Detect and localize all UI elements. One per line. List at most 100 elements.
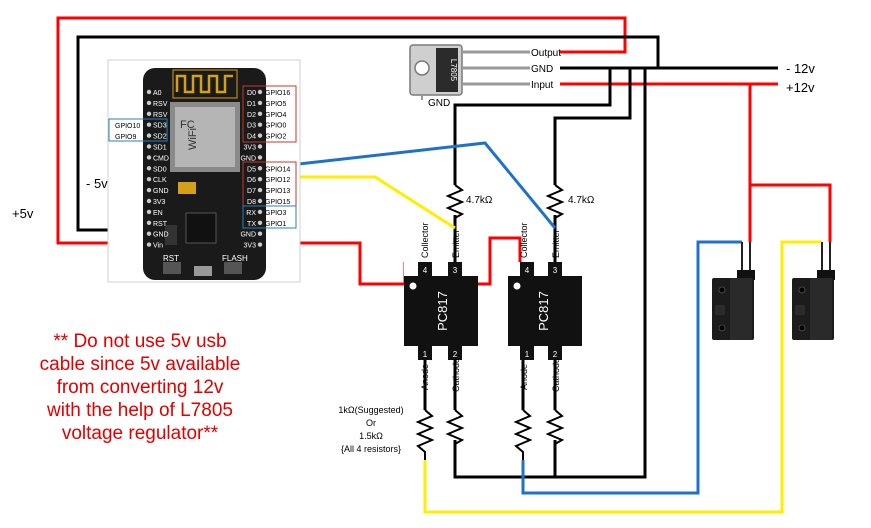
board-left-pins: A0RSVRSVSD3SD2SD1CMDSD0CLKGND3V3ENRSTGND… xyxy=(146,89,169,250)
wire-gpio12 xyxy=(290,175,456,230)
regulator-input-label: Input xyxy=(531,80,553,91)
pin-dot xyxy=(257,231,263,236)
board-left-pin: 3V3 xyxy=(153,199,166,206)
opto2-emitter-label: Emitter xyxy=(551,229,561,258)
pin-dot xyxy=(146,144,152,149)
optocoupler-2: PC817 4 3 1 2 xyxy=(508,262,582,360)
opto2-anode-label: Anode xyxy=(519,364,529,390)
regulator-gnd-label: GND xyxy=(531,64,553,75)
regulator-gnd-under-label: GND xyxy=(428,98,450,109)
wire-3v3-collector2 xyxy=(478,236,522,286)
resistor-note-line1: 1kΩ(Suggested) xyxy=(338,405,403,415)
pin-dot xyxy=(146,187,152,193)
board-right-pin: D3 xyxy=(247,123,256,130)
board-left-pin: GND xyxy=(153,232,169,239)
board-right-pin: D0 xyxy=(247,90,256,97)
board-gpio-right-labels: GPIO16GPIO5GPIO4GPIO0GPIO2GPIO14GPIO12GP… xyxy=(265,90,290,228)
board-right-pin: 3V3 xyxy=(244,145,257,152)
svg-text:FC: FC xyxy=(180,119,195,131)
board-gpio-left-label: GPIO9 xyxy=(115,134,137,141)
board-right-pin: 3V3 xyxy=(244,243,257,250)
opto1-pin2: 2 xyxy=(453,350,458,359)
plus12v-label: +12v xyxy=(786,80,815,95)
board-gpio-right-label: GPIO15 xyxy=(265,199,290,206)
optocoupler-1: PC817 4 3 1 2 xyxy=(404,262,478,360)
regulator-output-label: Output xyxy=(531,48,561,59)
voltage-regulator: L7805 xyxy=(409,44,530,100)
pin-dot xyxy=(146,100,152,106)
pin-dot xyxy=(257,177,263,182)
board-rst-label: RST xyxy=(163,254,179,263)
resistor-anode1 xyxy=(415,409,435,460)
opto1-pin3: 3 xyxy=(453,266,458,275)
pin-dot xyxy=(146,111,152,117)
opto2-label: PC817 xyxy=(536,291,551,331)
board-right-pin: D4 xyxy=(247,134,256,141)
board-right-pin: D5 xyxy=(247,166,256,173)
opto1-collector-label: Collector xyxy=(420,222,430,258)
board-left-pin: RST xyxy=(153,221,168,228)
opto2-pin2: 2 xyxy=(553,350,558,359)
pin-dot xyxy=(257,187,263,193)
board-left-pin: Vin xyxy=(153,243,163,250)
board-gpio-right-label: GPIO1 xyxy=(265,221,287,228)
board-right-pin: GND xyxy=(240,232,256,239)
pin-dot xyxy=(257,144,263,149)
wire-gnd-opto2 xyxy=(553,68,632,185)
opto1-pin4: 4 xyxy=(423,266,428,275)
board-left-pin: SD3 xyxy=(153,123,167,130)
pin-dot xyxy=(257,100,263,106)
board-left-pin: SD0 xyxy=(153,166,167,173)
resistor-anode2 xyxy=(513,409,533,460)
pin-dot xyxy=(146,231,152,236)
svg-text:WiFi: WiFi xyxy=(187,128,199,150)
board-right-pin: TX xyxy=(247,221,256,228)
pin-dot xyxy=(257,198,263,204)
pin-dot xyxy=(146,89,152,95)
pin-dot xyxy=(257,166,263,171)
board-left-pin: CMD xyxy=(153,155,169,162)
wire-gpio14 xyxy=(289,141,557,229)
reed-switch-2 xyxy=(792,242,835,340)
resistor-note-line2: Or xyxy=(366,418,376,428)
gpio-right-bot-box xyxy=(242,205,297,229)
pin-dot xyxy=(257,89,263,95)
reed-switch-1 xyxy=(712,242,755,340)
board-gpio-right-label: GPIO12 xyxy=(265,177,290,184)
board-left-pin: RSV xyxy=(153,112,168,119)
resistor-emitter1 xyxy=(445,184,465,219)
emitter1-resistor-label: 4.7kΩ xyxy=(466,195,493,206)
pin-dot xyxy=(257,242,263,247)
pin-dot xyxy=(257,111,263,117)
board-left-pin: SD1 xyxy=(153,145,167,152)
pin-dot xyxy=(146,209,152,215)
opto2-pin1: 1 xyxy=(525,350,530,359)
pin-dot xyxy=(257,220,263,225)
board-right-pin: RX xyxy=(246,210,256,217)
resistor-emitter2 xyxy=(545,184,565,219)
board-gpio-right-label: GPIO13 xyxy=(265,188,290,195)
opto1-pin1: 1 xyxy=(423,350,428,359)
wire-plus12v-switch2 xyxy=(750,183,832,242)
board-gpio-right-label: GPIO4 xyxy=(265,112,287,119)
pin-dot xyxy=(257,209,263,215)
board-right-pin: D7 xyxy=(247,188,256,195)
opto1-emitter-label: Emitter xyxy=(451,229,461,258)
opto1-anode-label: Anode xyxy=(420,364,430,390)
board-gpio-left-label: GPIO10 xyxy=(115,123,140,130)
board-right-pin: D1 xyxy=(247,101,256,108)
board-left-pin: SD2 xyxy=(153,134,167,141)
wire-plus5v xyxy=(56,16,627,245)
nodemcu-board: FC WiFi xyxy=(107,59,301,283)
opto2-pin3: 3 xyxy=(553,266,558,275)
resistor-note-line3: 1.5kΩ xyxy=(359,431,383,441)
board-right-pin: D8 xyxy=(247,199,256,206)
wire-gnd-cathodes xyxy=(453,68,647,479)
board-gpio-right-label: GPIO5 xyxy=(265,101,287,108)
board-gpio-right-label: GPIO16 xyxy=(265,90,290,97)
board-left-pin: CLK xyxy=(153,177,167,184)
board-flash-label: FLASH xyxy=(222,254,248,263)
